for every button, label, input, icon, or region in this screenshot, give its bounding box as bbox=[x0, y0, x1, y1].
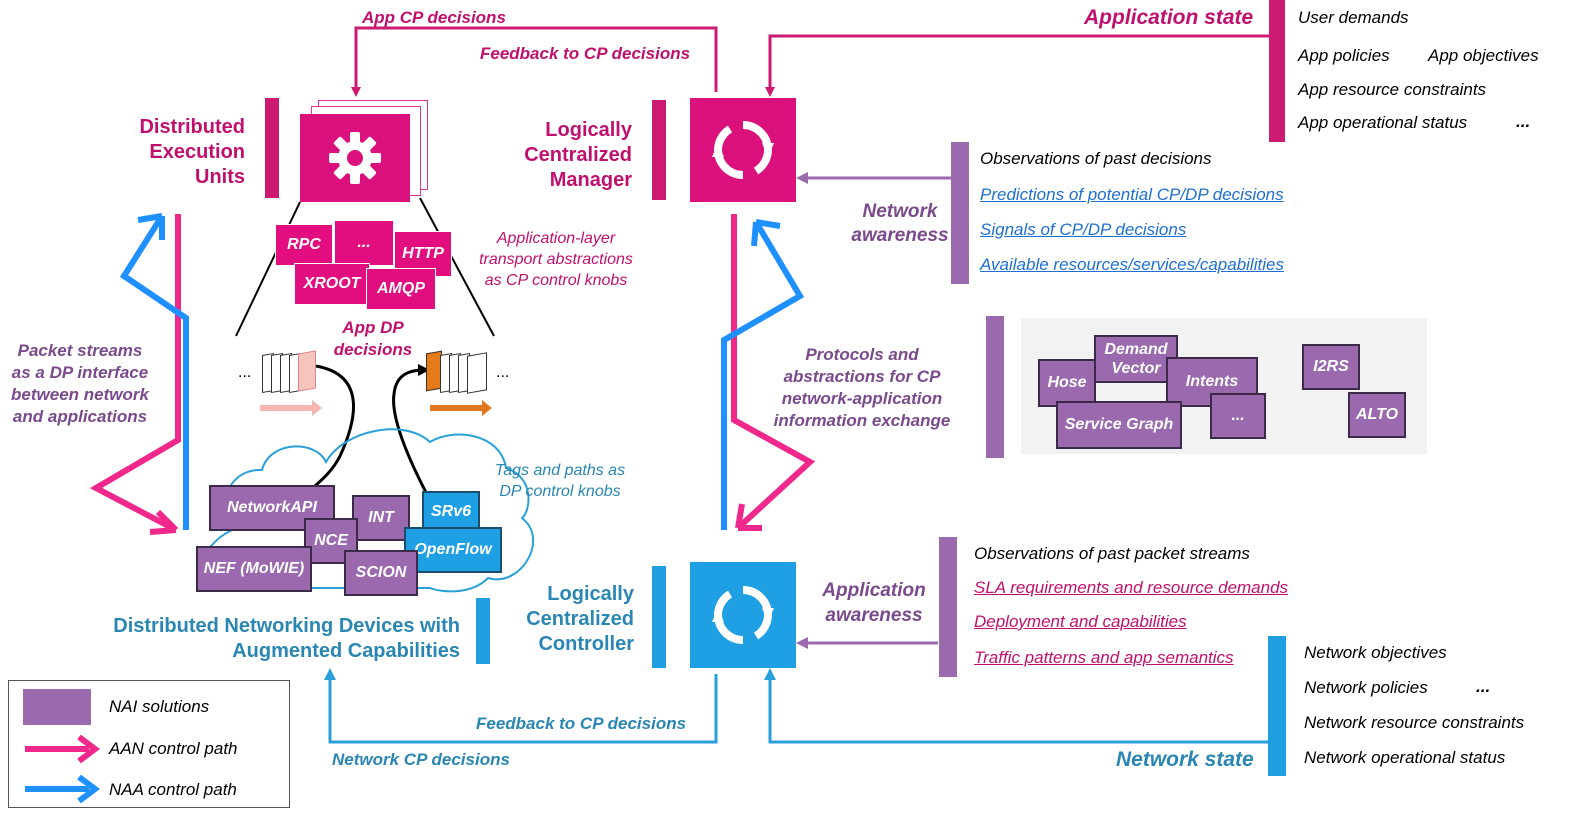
na-item-predictions[interactable]: Predictions of potential CP/DP decisions bbox=[980, 185, 1284, 204]
app-state-line bbox=[765, 34, 1272, 97]
network-state-label: Network state bbox=[1116, 748, 1254, 771]
network-state-line bbox=[764, 668, 1270, 744]
feedback-net-label: Feedback to CP decisions bbox=[476, 714, 687, 733]
application-state-bar bbox=[1269, 0, 1285, 142]
srv6-box: SRv6 bbox=[422, 491, 480, 533]
application-awareness-bar bbox=[939, 537, 957, 677]
rpc-box: RPC bbox=[275, 224, 333, 266]
scion-box: SCION bbox=[344, 550, 418, 596]
app-dp-decisions-label: App DP decisions bbox=[333, 318, 413, 359]
aa-item-deployment[interactable]: Deployment and capabilities bbox=[974, 612, 1187, 631]
right-aan-path bbox=[731, 214, 816, 531]
demand-vector-box: Demand Vector bbox=[1094, 335, 1178, 383]
hose-box: Hose bbox=[1038, 359, 1096, 407]
network-cp-decisions-label: Network CP decisions bbox=[332, 750, 510, 769]
legend: NAI solutions AAN control path NAA contr… bbox=[8, 680, 290, 808]
na-item-signals[interactable]: Signals of CP/DP decisions bbox=[980, 220, 1187, 239]
lcc-label: Logically Centralized Controller bbox=[526, 583, 634, 655]
refresh-icon bbox=[712, 121, 774, 179]
app-objectives: App objectives bbox=[1428, 46, 1539, 65]
network-cloud bbox=[201, 428, 534, 593]
network-operational-status: Network operational status bbox=[1304, 748, 1506, 767]
exec-unit-box bbox=[300, 114, 410, 202]
legend-aan-label: AAN control path bbox=[109, 739, 238, 758]
application-awareness-label: Application awareness bbox=[822, 580, 926, 626]
gear-icon bbox=[329, 132, 381, 184]
network-cp-decision-line bbox=[324, 668, 718, 744]
openflow-box: OpenFlow bbox=[404, 527, 502, 573]
legend-nai-swatch bbox=[23, 689, 91, 725]
network-state-ellipsis: ... bbox=[1476, 677, 1491, 696]
na-item-observations: Observations of past decisions bbox=[980, 149, 1212, 168]
network-resource-constraints: Network resource constraints bbox=[1304, 713, 1525, 732]
protocols-ellipsis-box: ... bbox=[1210, 393, 1266, 439]
funnel-left bbox=[235, 201, 301, 337]
i2rs-box: I2RS bbox=[1302, 344, 1360, 390]
ellipsis-box: ... bbox=[334, 220, 394, 266]
funnel-right bbox=[419, 197, 495, 337]
int-box: INT bbox=[352, 495, 410, 541]
legend-naa-arrow bbox=[25, 775, 100, 804]
protocols-bar bbox=[986, 316, 1004, 458]
tags-paths-label: Tags and paths as DP control knobs bbox=[494, 462, 626, 500]
controller-box bbox=[690, 562, 796, 668]
aa-item-observations: Observations of past packet streams bbox=[974, 544, 1250, 563]
packets-left-dots: ... bbox=[238, 364, 252, 381]
left-aan-path bbox=[89, 214, 181, 533]
deu-bar bbox=[265, 98, 279, 198]
network-state-bar bbox=[1268, 636, 1286, 776]
packet-streams-label: Packet streams as a DP interface between… bbox=[11, 341, 149, 426]
right-naa-path bbox=[721, 220, 805, 530]
packet-curve-up bbox=[392, 364, 432, 501]
legend-aan-arrow bbox=[25, 735, 100, 764]
xroot-box: XROOT bbox=[294, 263, 370, 305]
service-graph-box: Service Graph bbox=[1056, 401, 1182, 449]
user-demands: User demands bbox=[1298, 8, 1409, 27]
manager-box bbox=[690, 98, 796, 202]
packets-left bbox=[262, 350, 322, 394]
dnd-bar bbox=[476, 598, 490, 664]
app-cp-decisions-label: App CP decisions bbox=[362, 8, 506, 27]
protocols-label: Protocols and abstractions for CP networ… bbox=[773, 345, 951, 430]
network-policies: Network policies bbox=[1304, 678, 1428, 697]
deu-label: Distributed Execution Units bbox=[139, 116, 245, 188]
app-policies: App policies bbox=[1298, 46, 1390, 65]
lcc-bar bbox=[652, 566, 666, 668]
lcm-bar bbox=[652, 100, 666, 200]
network-objectives: Network objectives bbox=[1304, 643, 1447, 662]
application-state-label: Application state bbox=[1084, 6, 1254, 29]
nef-box: NEF (MoWIE) bbox=[196, 546, 312, 592]
app-state-ellipsis: ... bbox=[1516, 112, 1531, 131]
amqp-box: AMQP bbox=[366, 268, 436, 310]
network-awareness-label: Network awareness bbox=[851, 201, 949, 246]
dnd-label: Distributed Networking Devices with Augm… bbox=[113, 615, 460, 662]
network-awareness-bar bbox=[951, 142, 969, 284]
app-layer-desc: Application-layer transport abstractions… bbox=[479, 230, 633, 289]
packets-right-dots: ... bbox=[496, 364, 510, 381]
aa-item-traffic[interactable]: Traffic patterns and app semantics bbox=[974, 648, 1234, 667]
app-resource-constraints: App resource constraints bbox=[1298, 80, 1487, 99]
legend-nai-label: NAI solutions bbox=[109, 697, 210, 716]
packets-right bbox=[426, 350, 498, 394]
alto-box: ALTO bbox=[1348, 392, 1406, 438]
feedback-app-label: Feedback to CP decisions bbox=[480, 44, 691, 63]
na-item-resources[interactable]: Available resources/services/capabilitie… bbox=[980, 255, 1284, 274]
left-naa-path bbox=[119, 214, 189, 530]
refresh-icon bbox=[712, 586, 774, 644]
app-cp-decision-line bbox=[351, 26, 718, 97]
aa-item-sla[interactable]: SLA requirements and resource demands bbox=[974, 578, 1289, 597]
legend-naa-label: NAA control path bbox=[109, 780, 237, 799]
app-operational-status: App operational status bbox=[1298, 113, 1468, 132]
lcm-label: Logically Centralized Manager bbox=[524, 119, 632, 191]
